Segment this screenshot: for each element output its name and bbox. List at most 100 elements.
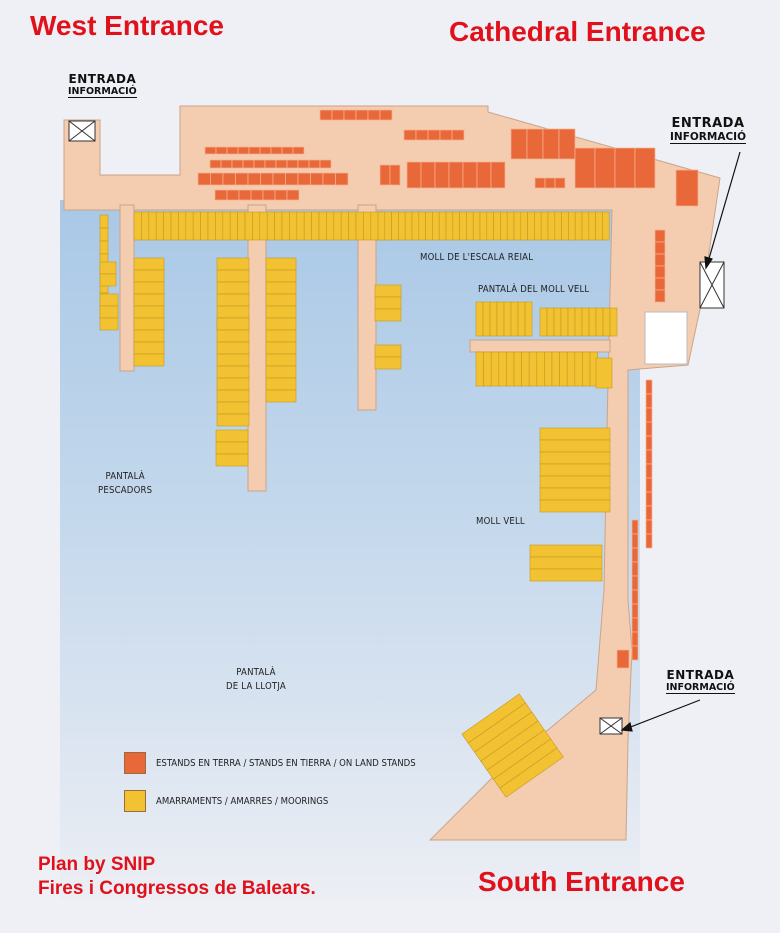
land-stand (645, 463, 653, 479)
mooring (554, 211, 562, 241)
mooring (602, 211, 610, 241)
entrance-label-west: ENTRADA INFORMACIÓ (68, 72, 137, 98)
moorings (99, 211, 618, 798)
mooring (99, 305, 119, 319)
label-pantala-llotja-line2: DE LA LLOTJA (226, 681, 286, 692)
land-stand (631, 547, 639, 563)
mooring (99, 261, 117, 275)
mooring (363, 211, 372, 241)
entrance-box-south (599, 717, 623, 735)
entrance-east-sub: INFORMACIÓ (670, 131, 746, 144)
mooring (355, 211, 364, 241)
land-stand (237, 146, 250, 155)
mooring (99, 214, 109, 229)
mooring (560, 307, 569, 337)
mooring (391, 211, 399, 241)
mooring (133, 341, 165, 355)
mooring (521, 351, 530, 387)
land-stand (220, 159, 233, 169)
label-pantala-pescadors-line2: PESCADORS (98, 485, 153, 496)
mooring (216, 329, 250, 343)
mooring (259, 211, 268, 241)
legend-land-label: ESTANDS EN TERRA / STANDS EN TIERRA / ON… (156, 757, 416, 769)
mooring (222, 211, 231, 241)
mooring (348, 211, 357, 241)
mooring (99, 317, 119, 331)
mooring (539, 427, 611, 441)
mooring (265, 341, 297, 355)
land-stand (248, 146, 261, 155)
credit-line-1: Plan by SNIP (38, 854, 156, 875)
mooring (506, 351, 515, 387)
land-stand (451, 129, 465, 141)
mooring (216, 257, 250, 271)
mooring (438, 211, 447, 241)
mooring (374, 308, 402, 322)
entrance-west-sub: INFORMACIÓ (68, 86, 137, 98)
mooring (432, 211, 440, 241)
mooring (289, 211, 298, 241)
land-stand (654, 265, 666, 279)
mooring (498, 351, 507, 387)
mooring (574, 351, 583, 387)
angled-moorings (461, 693, 564, 798)
land-stand (292, 146, 305, 155)
land-stand (554, 177, 566, 189)
land-stand (434, 161, 450, 189)
mooring (506, 211, 515, 241)
mooring (296, 211, 305, 241)
mooring (581, 211, 590, 241)
mooring (561, 211, 569, 241)
mooring (500, 211, 508, 241)
mooring (99, 227, 109, 242)
mooring (567, 307, 576, 337)
mooring (581, 307, 590, 337)
mooring (529, 544, 603, 558)
mooring (503, 301, 512, 337)
mooring (141, 211, 150, 241)
land-stand (297, 159, 310, 169)
mooring (582, 351, 591, 387)
mooring (411, 211, 420, 241)
land-stand (204, 146, 217, 155)
land-stand (645, 393, 653, 409)
land-stand (558, 128, 576, 160)
land-stand (534, 177, 546, 189)
mooring (281, 211, 290, 241)
land-stand (286, 189, 300, 201)
label-pantala-moll-vell: PANTALÀ DEL MOLL VELL (478, 284, 590, 295)
mooring (265, 281, 297, 295)
entrance-box-west (68, 120, 96, 142)
mooring (574, 307, 583, 337)
mooring (539, 463, 611, 477)
mooring (490, 351, 500, 387)
land-stand (645, 435, 653, 451)
mooring (602, 307, 611, 337)
mooring (216, 353, 250, 367)
mooring (539, 307, 548, 337)
land-stand (297, 172, 311, 186)
mooring (216, 401, 250, 415)
land-stand (319, 159, 332, 169)
land-stand (247, 172, 261, 186)
entrance-east-title: ENTRADA (671, 116, 745, 131)
west-entrance-heading: West Entrance (30, 10, 224, 41)
land-stand (490, 161, 506, 189)
land-stand (631, 575, 639, 591)
land-stand (308, 159, 321, 169)
mooring (520, 211, 528, 241)
mooring (568, 211, 576, 241)
entrance-label-east: ENTRADA INFORMACIÓ (670, 116, 746, 144)
legend-swatch-moorings (124, 790, 146, 812)
land-stand (274, 189, 288, 201)
mooring (539, 475, 611, 489)
land-stand (310, 172, 324, 186)
mooring (265, 293, 297, 307)
mooring (536, 351, 545, 387)
mooring (265, 257, 297, 271)
mooring (482, 301, 491, 337)
land-stands (197, 109, 699, 669)
mooring (133, 293, 165, 307)
mooring (595, 357, 613, 389)
